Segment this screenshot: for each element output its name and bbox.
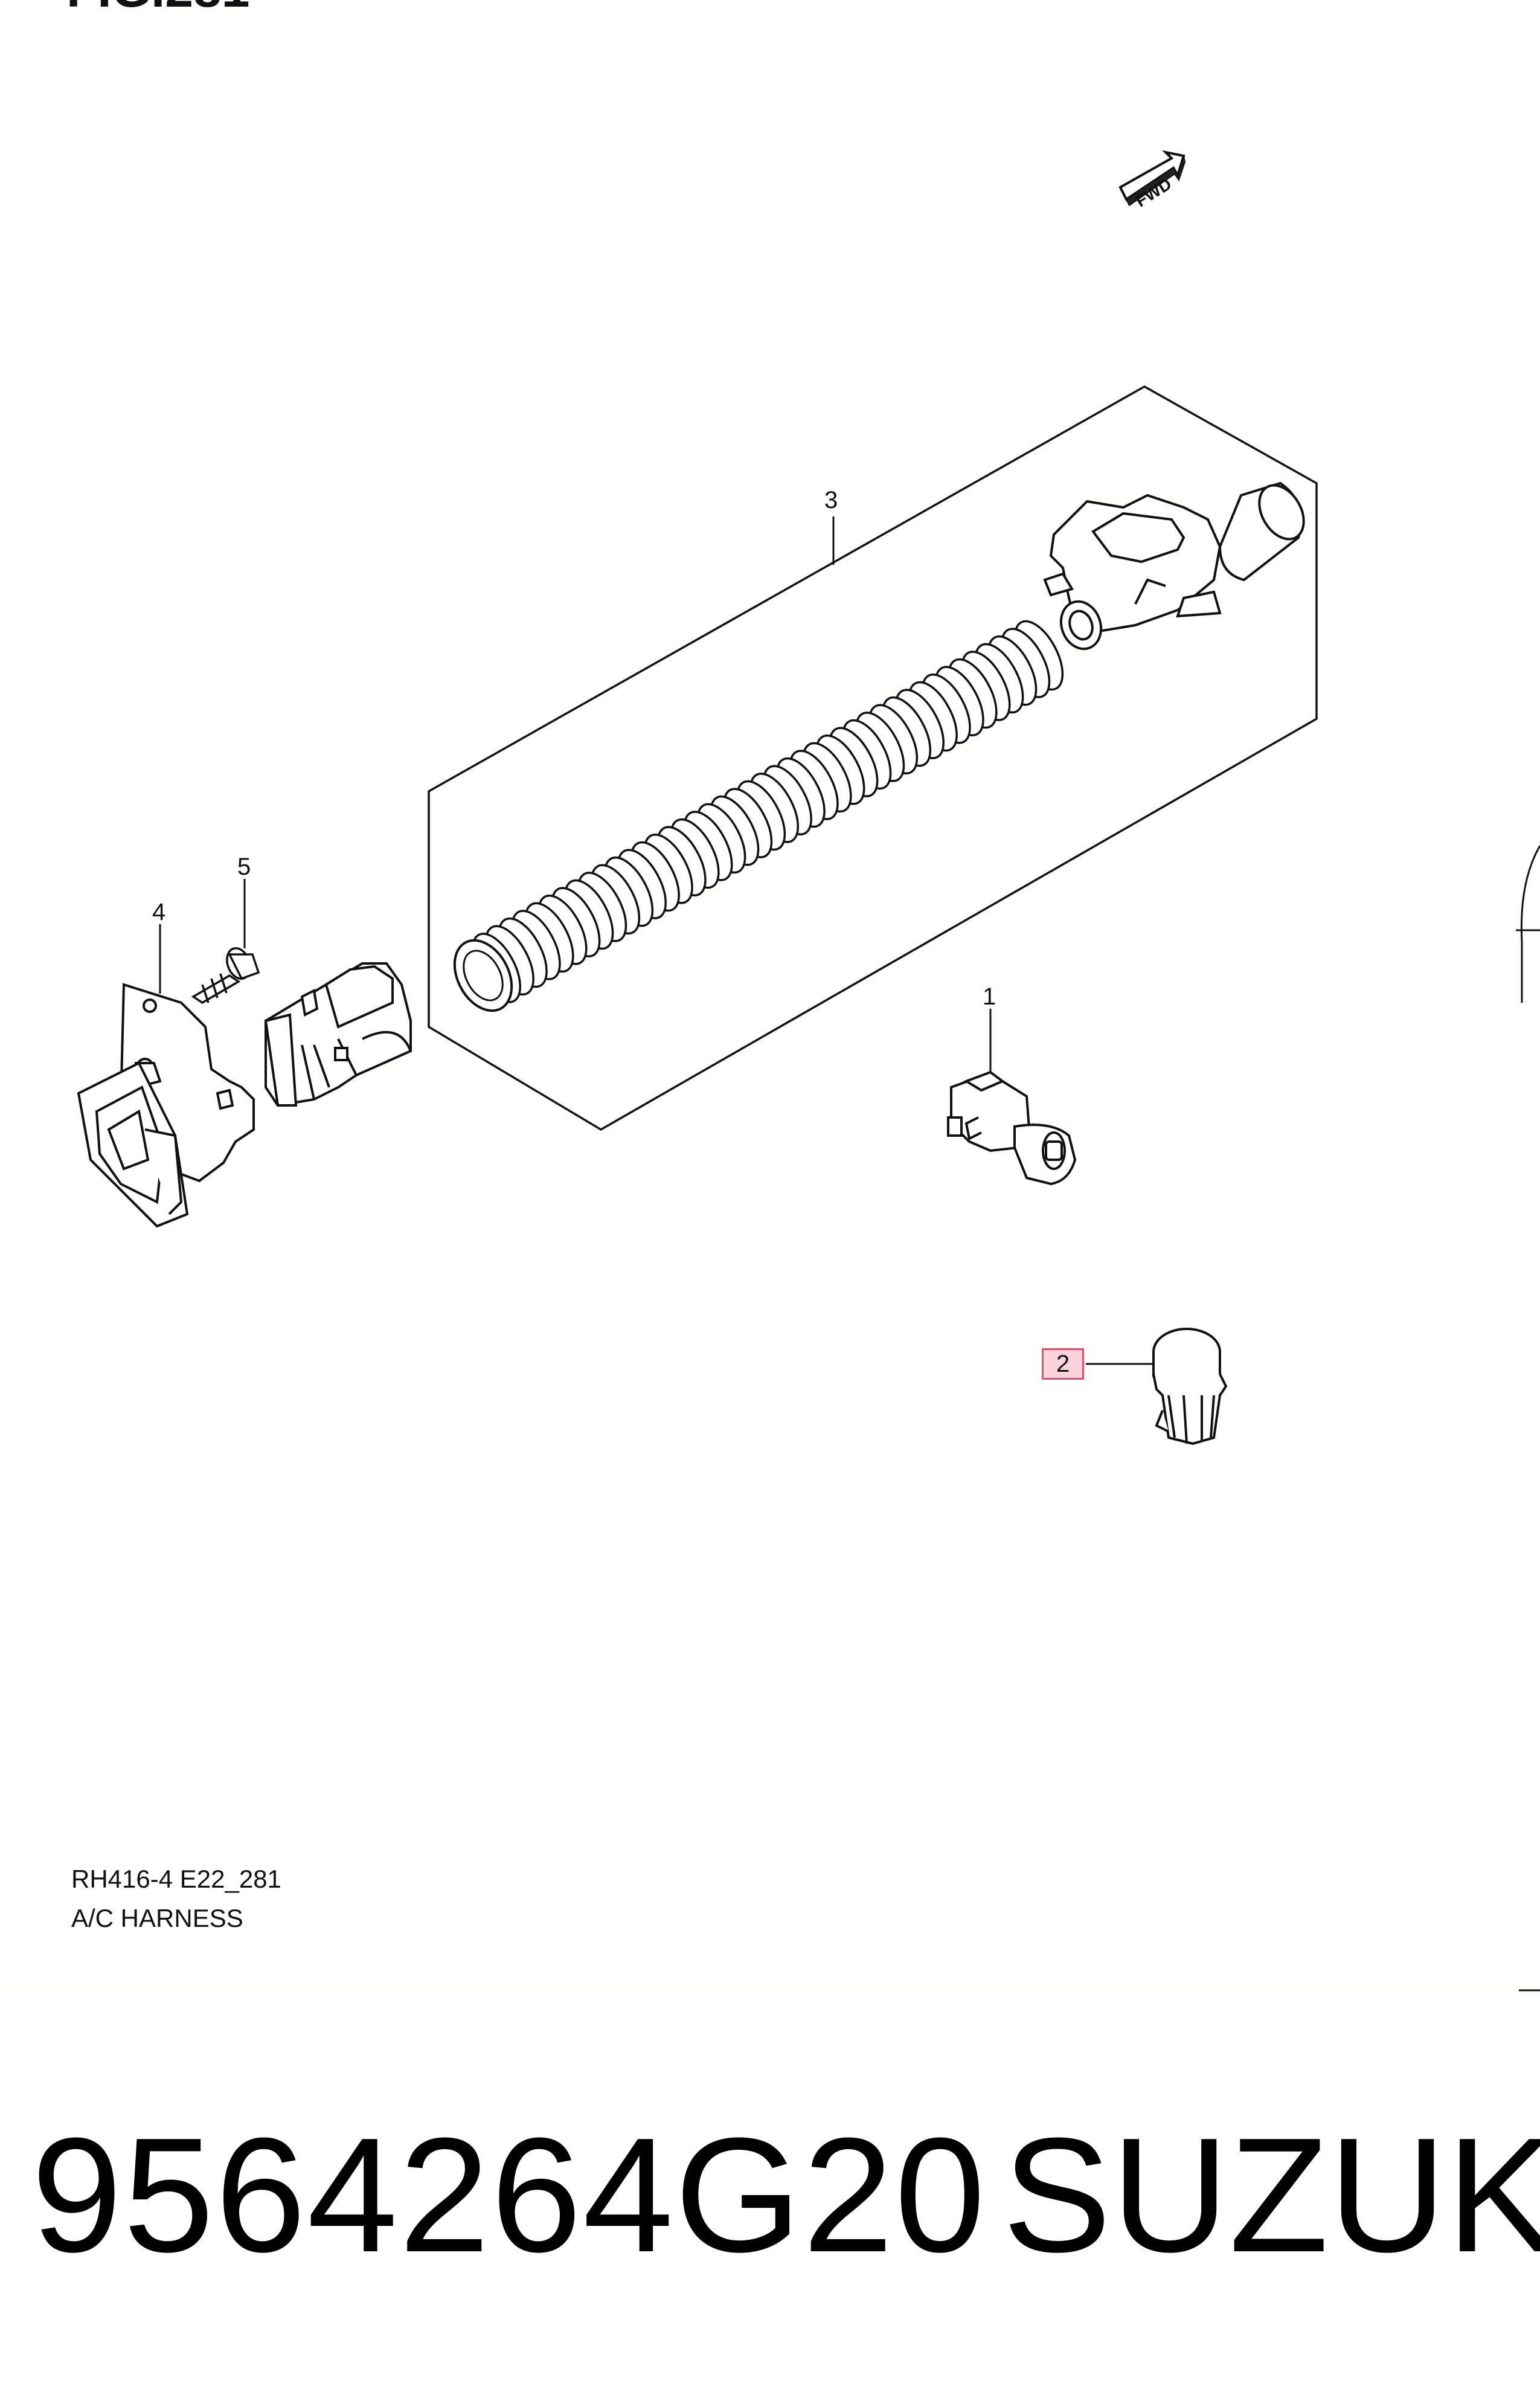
harness-connector [264, 962, 412, 1107]
bracket-part [77, 983, 255, 1228]
caption-name: A/C HARNESS [71, 1904, 243, 1932]
callout-4: 4 [152, 899, 166, 925]
callout-2-highlight: 2 [1042, 1348, 1084, 1380]
callout-5: 5 [237, 854, 251, 880]
screw-part [191, 947, 260, 1005]
small-connector-part [947, 1070, 1077, 1186]
harness-box-outline [428, 385, 1318, 1131]
edge-marks [1516, 845, 1540, 1992]
part-number: 9564264G20 [31, 2104, 987, 2286]
corrugated-tube [453, 620, 1064, 1012]
fwd-arrow-icon: FWD [1118, 150, 1186, 211]
callout-3: 3 [824, 487, 838, 513]
clip-part [1152, 1328, 1228, 1445]
diagram-panel [0, 0, 1540, 1993]
figure-title: FIG.281 [66, 0, 249, 14]
brand-name: SUZUKI [1003, 2104, 1540, 2286]
caption-code: RH416-4 E22_281 [71, 1865, 281, 1893]
callout-1: 1 [983, 983, 996, 1010]
harness-grommet [1043, 481, 1305, 651]
parts-diagram: FWD [77, 150, 1540, 1992]
